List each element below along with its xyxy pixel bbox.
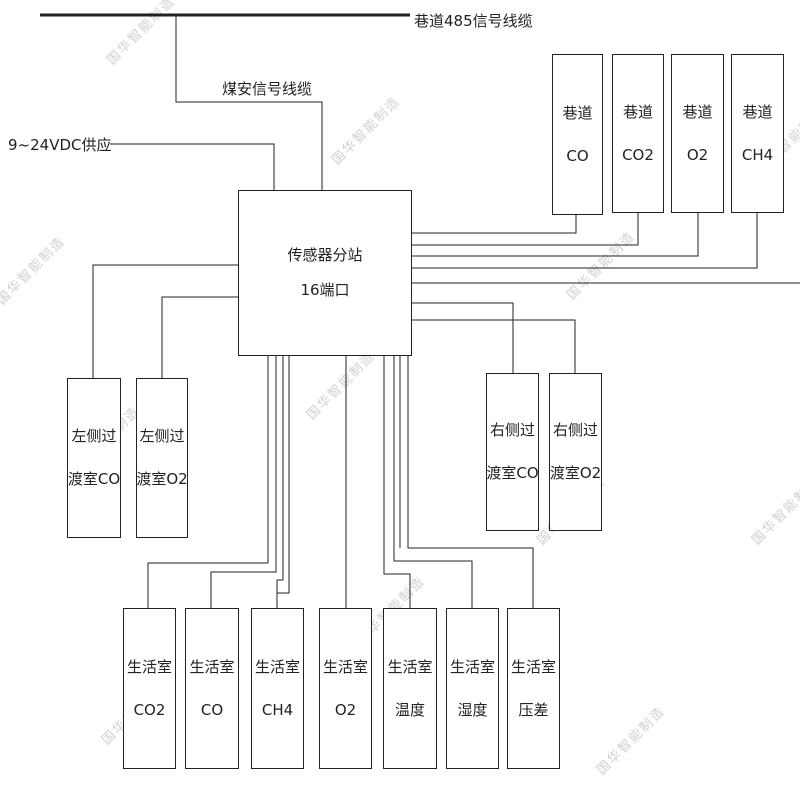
sensor-label: 巷道 [742, 102, 773, 121]
sensor-type: 渡室CO [486, 464, 539, 482]
sensor-living-o2: 生活室 O2 [319, 608, 372, 769]
sensor-tunnel-o2: 巷道 O2 [671, 54, 724, 213]
sensor-label: 右侧过 [552, 421, 598, 439]
sensor-label: 生活室 [449, 657, 495, 676]
power-supply-label: 9~24VDC供应 [8, 136, 112, 154]
sensor-label: 巷道 [622, 102, 653, 121]
sensor-label: 生活室 [254, 657, 300, 676]
sensor-tunnel-co2: 巷道 CO2 [612, 54, 664, 213]
sensor-type: CH4 [741, 145, 774, 164]
sensor-label: 生活室 [126, 657, 172, 676]
sensor-left-transition-o2: 左侧过 渡室O2 [136, 378, 188, 538]
sensor-label: 左侧过 [71, 427, 117, 445]
sensor-living-ch4: 生活室 CH4 [251, 608, 304, 769]
sensor-tunnel-ch4: 巷道 CH4 [731, 54, 784, 213]
sensor-type: CO2 [133, 700, 166, 719]
sensor-living-co2: 生活室 CO2 [123, 608, 176, 769]
sensor-label: 巷道 [682, 102, 713, 121]
sensor-tunnel-co: 巷道 CO [552, 54, 603, 215]
sensor-type: 压差 [518, 700, 549, 719]
sensor-label: 生活室 [510, 657, 556, 676]
sensor-living-co: 生活室 CO [185, 608, 239, 769]
hub-title: 传感器分站 [287, 246, 363, 264]
sensor-right-transition-o2: 右侧过 渡室O2 [549, 373, 602, 531]
sensor-living-pressure-diff: 生活室 压差 [507, 608, 560, 769]
sensor-type: O2 [686, 145, 709, 164]
hub-ports: 16端口 [300, 281, 350, 299]
sensor-label: 生活室 [387, 657, 433, 676]
sensor-type: CO [566, 146, 589, 165]
sensor-living-humidity: 生活室 湿度 [446, 608, 499, 769]
sensor-substation-hub: 传感器分站 16端口 [238, 190, 412, 356]
sensor-right-transition-co: 右侧过 渡室CO [486, 373, 539, 531]
sensor-type: 温度 [394, 700, 425, 719]
sensor-type: CO2 [622, 145, 654, 164]
sensor-label: 生活室 [189, 657, 235, 676]
sensor-left-transition-co: 左侧过 渡室CO [67, 378, 121, 538]
sensor-type: 渡室O2 [136, 470, 188, 488]
bus-cable-label: 巷道485信号线缆 [414, 12, 533, 30]
sensor-type: CH4 [261, 700, 294, 719]
sensor-label: 左侧过 [139, 427, 185, 445]
sensor-type: 渡室CO [67, 470, 121, 488]
sensor-label: 生活室 [322, 657, 368, 676]
sensor-label: 右侧过 [489, 421, 535, 439]
sensor-type: 渡室O2 [549, 464, 602, 482]
sensor-label: 巷道 [562, 103, 593, 122]
sensor-living-temperature: 生活室 温度 [383, 608, 437, 769]
signal-cable-label: 煤安信号线缆 [222, 80, 313, 98]
sensor-type: O2 [334, 700, 357, 719]
sensor-type: 湿度 [457, 700, 488, 719]
sensor-type: CO [200, 700, 224, 719]
